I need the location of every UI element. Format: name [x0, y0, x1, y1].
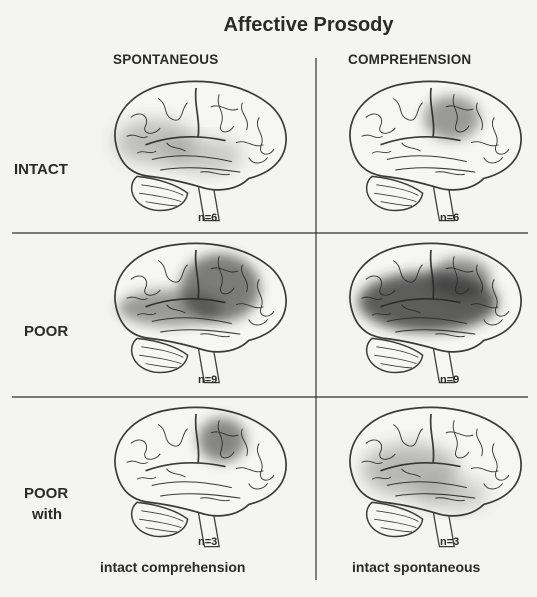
footer-intact-comprehension: intact comprehension	[100, 559, 245, 575]
panel-poor-with-spontaneous: n=3	[115, 407, 286, 548]
n-count: n=6	[440, 212, 459, 224]
row-label-poor-with-line2: with	[32, 505, 62, 525]
panel-poor-spontaneous: n=9	[115, 243, 286, 386]
n-count: n=6	[198, 212, 217, 224]
panel-poor-comprehension: n=9	[350, 243, 521, 386]
row-label-poor-with-line1: POOR	[24, 484, 68, 504]
figure-title: Affective Prosody	[40, 14, 537, 37]
n-count: n=9	[198, 374, 217, 386]
row-label-poor: POOR	[24, 322, 68, 342]
n-count: n=9	[440, 374, 459, 386]
column-header-comprehension: COMPREHENSION	[348, 52, 471, 67]
n-count: n=3	[440, 536, 459, 548]
panel-poor-with-comprehension: n=3	[350, 407, 521, 548]
column-header-spontaneous: SPONTANEOUS	[113, 52, 218, 67]
row-label-intact: INTACT	[14, 160, 68, 180]
panel-intact-spontaneous: n=6	[115, 81, 286, 224]
footer-intact-spontaneous: intact spontaneous	[352, 559, 480, 575]
n-count: n=3	[198, 536, 217, 548]
panel-intact-comprehension: n=6	[350, 81, 521, 224]
